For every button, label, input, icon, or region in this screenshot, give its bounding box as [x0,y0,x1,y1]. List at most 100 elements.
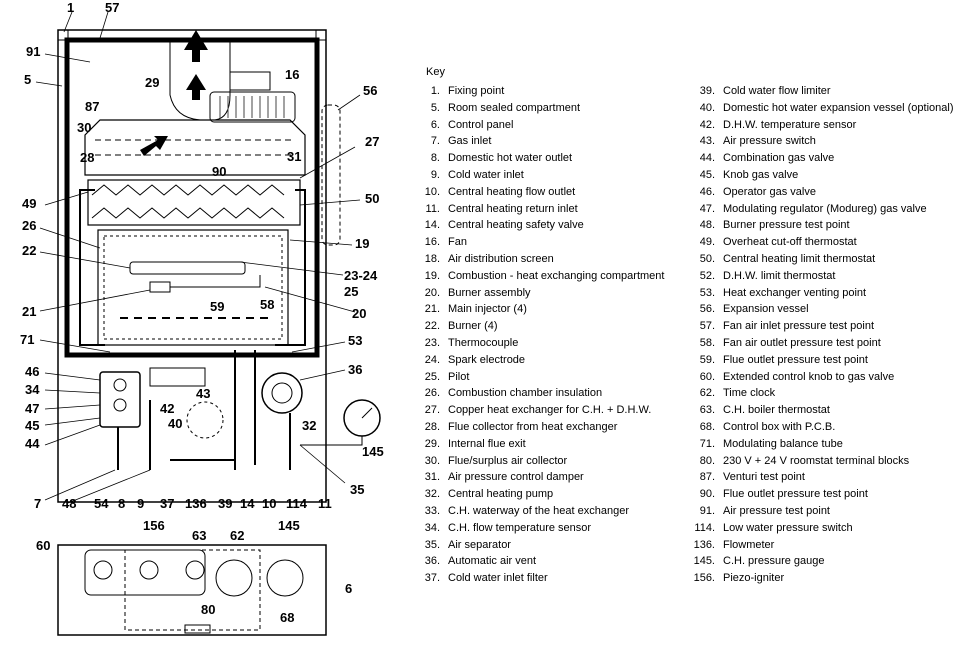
fan-motor [229,71,271,91]
callout-11: 11 [318,496,332,511]
key-number: 37. [424,572,440,585]
key-item: 16.Fan [415,234,664,251]
key-description: C.H. pressure gauge [723,555,825,568]
callout-6: 6 [345,581,352,596]
callout-58: 58 [260,297,274,312]
key-number: 63. [699,404,715,417]
key-item: 14.Central heating safety valve [415,217,664,234]
callout-8: 8 [118,496,125,511]
callout-9: 9 [137,496,144,511]
callout-62: 62 [230,528,244,543]
callout-47: 47 [25,401,39,416]
key-number: 35. [424,538,440,551]
key-description: Thermocouple [448,336,519,349]
key-number: 31. [424,471,440,484]
callout-23-24: 23-24 [344,268,378,283]
key-description: Flue collector from heat exchanger [448,420,618,433]
key-number: 59. [699,353,715,366]
key-item: 1.Fixing point [415,83,664,100]
key-description: Pilot [448,370,470,383]
key-number: 87. [699,471,715,484]
key-description: Heat exchanger venting point [723,286,867,299]
key-description: Flue/surplus air collector [448,454,568,467]
key-description: Modulating balance tube [723,437,843,450]
callout-29: 29 [145,75,159,90]
burner-assembly [129,261,246,275]
callout-5: 5 [24,72,31,87]
key-item: 45.Knob gas valve [690,167,954,184]
piezo-igniter [139,560,159,580]
heat-exchanger-fins [91,184,285,219]
key-number: 68. [699,420,715,433]
key-description: Cold water flow limiter [723,85,831,97]
key-description: Combustion chamber insulation [448,387,603,400]
callout-21: 21 [22,304,36,319]
key-description: C.H. waterway of the heat exchanger [448,504,629,517]
key-description: Flue outlet pressure test point [723,353,868,366]
key-item: 25.Pilot [415,369,664,386]
key-description: Burner pressure test point [723,219,850,232]
key-description: C.H. flow temperature sensor [448,521,592,534]
dhw-expansion-vessel [186,401,224,439]
ch-pump [261,372,303,414]
key-item: 49.Overheat cut-off thermostat [690,234,954,251]
key-description: Control box with P.C.B. [723,420,836,433]
key-number: 58. [699,336,715,349]
key-number: 47. [699,202,715,215]
fan [209,91,296,123]
key-item: 7.Gas inlet [415,133,664,150]
key-number: 43. [699,135,715,148]
callout-34: 34 [25,382,40,397]
combustion-chamber [97,229,289,346]
key-item: 62.Time clock [690,385,954,402]
callout-27: 27 [365,134,379,149]
key-item: 35.Air separator [415,537,664,554]
callout-90: 90 [212,164,226,179]
key-description: Fan air outlet pressure test point [723,336,881,349]
heat-exchanger [87,179,301,226]
callout-7: 7 [34,496,41,511]
callout-35: 35 [350,482,364,497]
key-description: Air distribution screen [448,252,554,265]
key-item: 10.Central heating flow outlet [415,184,664,201]
callout-54: 54 [94,496,109,511]
callout-91: 91 [26,44,40,59]
key-item: 57.Fan air inlet pressure test point [690,318,954,335]
key-description: 230 V + 24 V roomstat terminal blocks [723,454,910,467]
key-description: Piezo-igniter [723,572,785,585]
callout-14: 14 [240,496,255,511]
key-number: 32. [424,488,440,501]
key-number: 19. [424,269,440,282]
callout-114: 114 [286,496,308,511]
key-number: 80. [699,454,715,467]
key-description: Flowmeter [723,538,775,551]
key-item: 27.Copper heat exchanger for C.H. + D.H.… [415,402,664,419]
key-item: 58. Fan air outlet pressure test point [690,335,954,352]
key-item: 22.Burner (4) [415,318,664,335]
key-number: 26. [424,387,440,400]
key-number: 56. [699,303,715,316]
combination-gas-valve [99,371,141,428]
key-number: 42. [699,118,715,131]
callout-1: 1 [67,0,74,15]
key-description: Burner (4) [448,320,498,333]
callout-50: 50 [365,191,379,206]
callout-44: 44 [25,436,40,451]
key-number: 21. [424,303,440,316]
key-item: 28.Flue collector from heat exchanger [415,419,664,436]
boiler-diagram: 1 57 91 5 29 16 56 87 30 27 31 28 90 49 … [20,0,384,636]
key-description: Central heating limit thermostat [723,252,876,265]
key-number: 36. [424,555,440,568]
key-item: 5.Room sealed compartment [415,100,664,117]
key-number: 11. [425,202,440,215]
key-number: 50. [699,252,715,265]
key-number: 8. [430,152,440,165]
key-item: 145. C.H. pressure gauge [690,553,954,570]
key-number: 145. [693,555,715,568]
key-description: Combination gas valve [723,152,835,165]
callout-19: 19 [355,236,369,251]
key-description: Internal flue exit [448,437,526,450]
key-item: 60.Extended control knob to gas valve [690,369,954,386]
fixing-point-right [315,29,327,41]
key-item: 52.D.H.W. limit thermostat [690,268,954,285]
